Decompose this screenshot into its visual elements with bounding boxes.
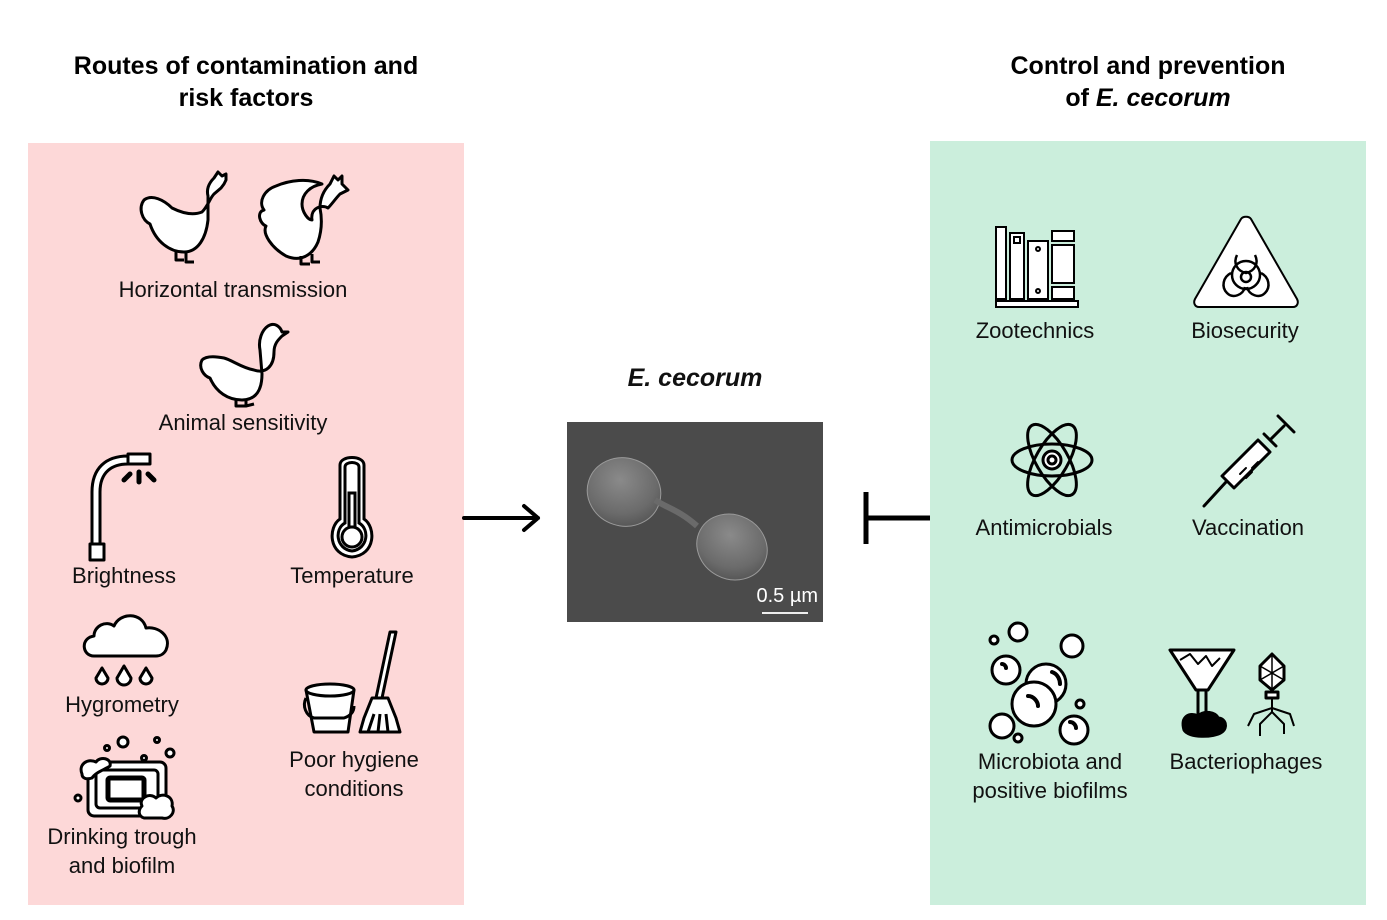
label-microbiota-line1: Microbiota and bbox=[977, 749, 1123, 774]
scale-label: 0.5 µm bbox=[756, 585, 818, 607]
biohazard-icon bbox=[1193, 215, 1299, 309]
bacteriophage-icon bbox=[1168, 646, 1296, 742]
label-antimicrobials: Antimicrobials bbox=[975, 515, 1113, 540]
label-bacteriophages: Bacteriophages bbox=[1169, 749, 1323, 774]
right-heading-line2: of E. cecorum bbox=[930, 82, 1366, 114]
label-horizontal-transmission: Horizontal transmission bbox=[118, 277, 348, 302]
bacterial-cell bbox=[696, 513, 768, 581]
label-zootechnics: Zootechnics bbox=[975, 318, 1095, 343]
label-microbiota-line2: positive biofilms bbox=[972, 778, 1128, 803]
atom-icon bbox=[1010, 412, 1094, 508]
scale-bar bbox=[762, 612, 808, 614]
label-poor-hygiene: Poor hygiene conditions bbox=[254, 745, 454, 803]
right-heading-line1: Control and prevention bbox=[1010, 52, 1286, 80]
duck-icon bbox=[198, 320, 290, 408]
left-heading: Routes of contamination and risk factors bbox=[28, 50, 464, 114]
left-heading-line1: Routes of contamination and bbox=[73, 52, 419, 80]
label-brightness: Brightness bbox=[72, 563, 176, 588]
chicken-and-rooster-icon bbox=[136, 168, 351, 268]
right-heading: Control and prevention of E. cecorum bbox=[930, 50, 1366, 114]
label-drinking-trough-line1: Drinking trough bbox=[47, 824, 197, 849]
label-poor-hygiene-line1: Poor hygiene bbox=[289, 747, 419, 772]
right-heading-prefix: of bbox=[1065, 84, 1096, 112]
label-microbiota: Microbiota and positive biofilms bbox=[950, 747, 1150, 805]
arrow-right-icon bbox=[462, 502, 544, 534]
label-temperature: Temperature bbox=[290, 563, 414, 588]
label-animal-sensitivity: Animal sensitivity bbox=[158, 410, 328, 435]
label-drinking-trough: Drinking trough and biofilm bbox=[22, 822, 222, 880]
soap-trough-icon bbox=[73, 734, 182, 822]
label-hygrometry: Hygrometry bbox=[65, 692, 179, 717]
thermometer-icon bbox=[326, 453, 378, 561]
syringe-icon bbox=[1200, 406, 1300, 510]
label-drinking-trough-line2: and biofilm bbox=[68, 853, 176, 878]
label-biosecurity: Biosecurity bbox=[1191, 318, 1299, 343]
bubbles-icon bbox=[986, 620, 1096, 748]
label-poor-hygiene-line2: conditions bbox=[304, 776, 404, 801]
inhibition-bar-icon bbox=[861, 488, 933, 548]
bucket-and-broom-icon bbox=[302, 628, 406, 738]
left-heading-line2: risk factors bbox=[178, 84, 314, 112]
right-heading-species: E. cecorum bbox=[1095, 84, 1231, 112]
rain-cloud-icon bbox=[80, 608, 172, 692]
lamp-icon bbox=[86, 452, 168, 564]
sem-micrograph: 0.5 µm bbox=[567, 422, 823, 622]
label-vaccination: Vaccination bbox=[1191, 515, 1305, 540]
bacterium-title: E. cecorum bbox=[627, 364, 763, 392]
books-icon bbox=[994, 225, 1080, 309]
